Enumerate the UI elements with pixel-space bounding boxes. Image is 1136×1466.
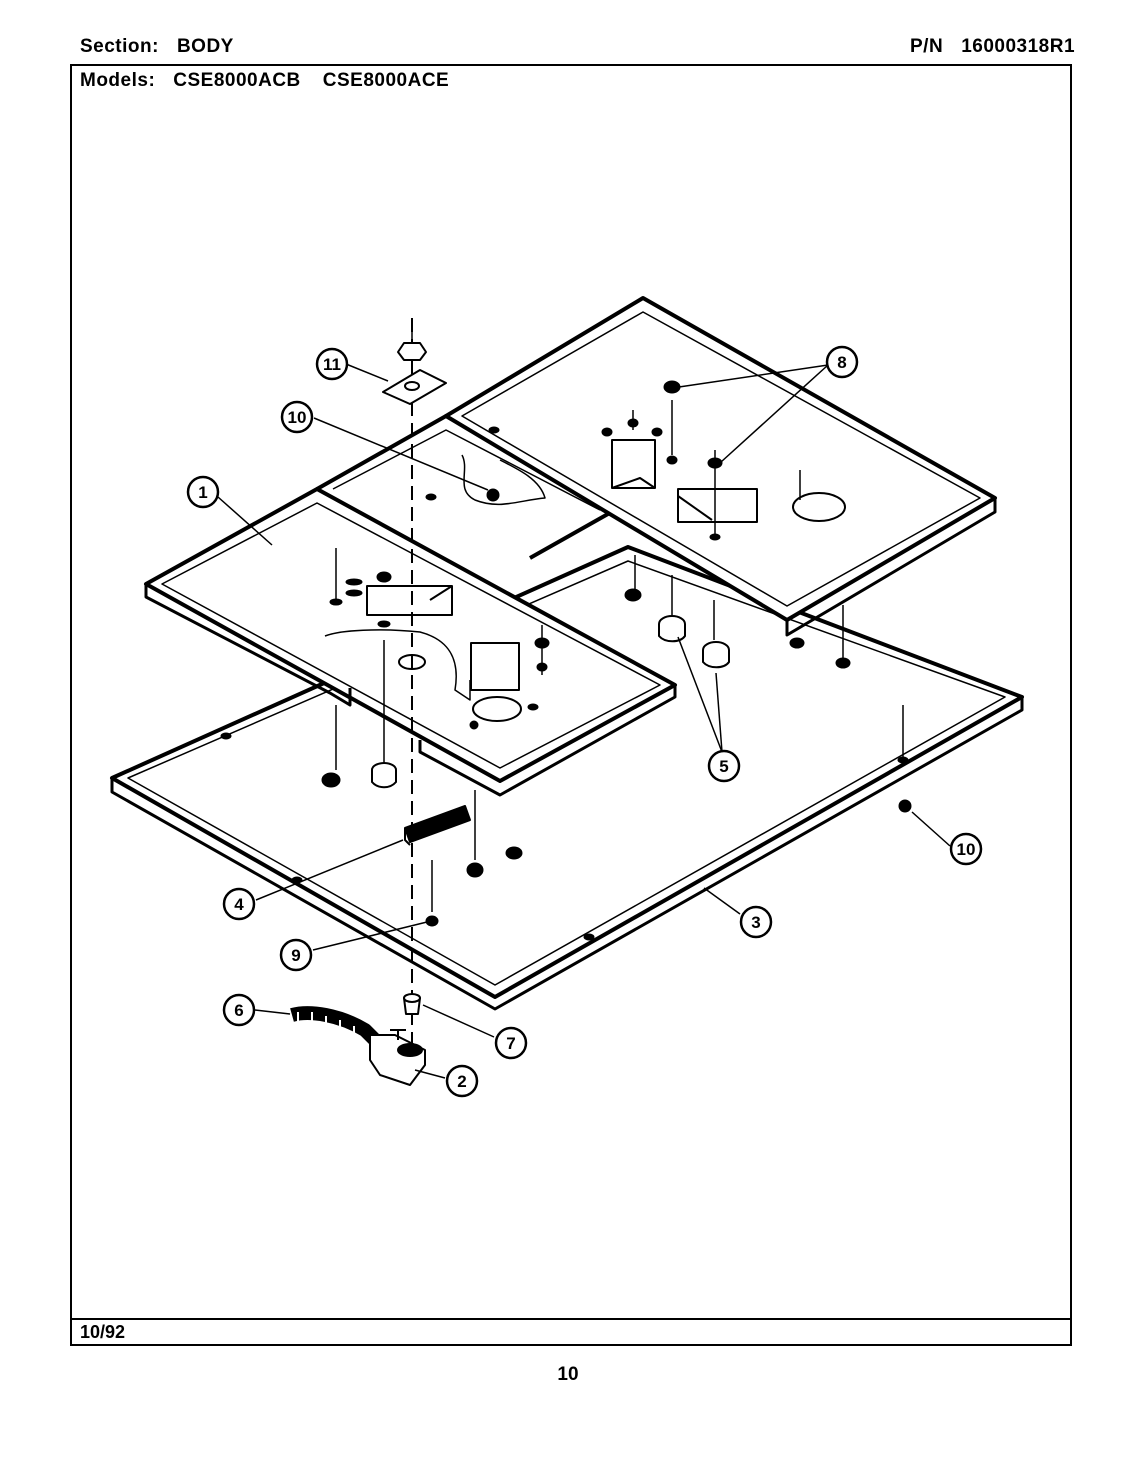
svg-text:2: 2 xyxy=(457,1072,466,1091)
callout-5: 5 xyxy=(707,749,741,783)
svg-text:8: 8 xyxy=(837,353,846,372)
right-top-frame xyxy=(444,296,997,637)
hose-valve-parts-6-2 xyxy=(290,1006,426,1086)
hardware-pieces xyxy=(220,380,912,941)
callout-3: 3 xyxy=(739,905,773,939)
svg-text:7: 7 xyxy=(506,1034,515,1053)
revision-date: 10/92 xyxy=(80,1322,126,1342)
pn-value: 16000318R1 xyxy=(961,36,1076,57)
limiter-switches-part-5 xyxy=(371,615,730,789)
terminal-block-part-4 xyxy=(404,805,471,846)
element-openings xyxy=(398,492,846,722)
model-1: CSE8000ACB xyxy=(173,70,301,91)
svg-text:1: 1 xyxy=(198,483,207,502)
grommet-part-7 xyxy=(403,993,421,1015)
svg-text:3: 3 xyxy=(751,913,760,932)
part-number-heading: P/N 16000318R1 xyxy=(910,36,1075,58)
svg-text:10: 10 xyxy=(288,408,307,427)
callout-7: 7 xyxy=(494,1026,528,1060)
callout-10-bottom: 10 xyxy=(949,832,983,866)
terminal-plates xyxy=(324,439,758,701)
pn-label: P/N xyxy=(910,36,944,57)
section-label: Section: xyxy=(80,36,159,57)
page-number: 10 xyxy=(557,1364,579,1385)
models-label: Models: xyxy=(80,70,156,91)
callout-1: 1 xyxy=(186,475,220,509)
callout-9: 9 xyxy=(279,938,313,972)
fastener-guides xyxy=(335,400,904,912)
svg-text:6: 6 xyxy=(234,1001,243,1020)
svg-text:4: 4 xyxy=(234,895,244,914)
callout-6: 6 xyxy=(222,993,256,1027)
diagram-frame xyxy=(70,64,1072,1346)
models-heading: Models: CSE8000ACB CSE8000ACE xyxy=(80,70,449,92)
model-2: CSE8000ACE xyxy=(322,70,450,91)
leader-lines xyxy=(217,363,951,1079)
footer-divider xyxy=(70,1318,1072,1320)
plate-part-11 xyxy=(382,318,447,405)
callout-10-top: 10 xyxy=(280,400,314,434)
callout-markers: 11 10 8 1 5 10 4 3 9 6 7 2 xyxy=(186,345,983,1098)
section-heading: Section: BODY xyxy=(80,36,234,58)
svg-text:5: 5 xyxy=(719,757,728,776)
section-value: BODY xyxy=(176,36,234,57)
svg-text:11: 11 xyxy=(323,355,341,374)
svg-text:9: 9 xyxy=(291,946,300,965)
callout-2: 2 xyxy=(445,1064,479,1098)
callout-8: 8 xyxy=(825,345,859,379)
callout-11: 11 xyxy=(315,347,349,381)
callout-4: 4 xyxy=(222,887,256,921)
left-top-frame-part-1 xyxy=(144,487,677,797)
svg-text:10: 10 xyxy=(957,840,976,859)
